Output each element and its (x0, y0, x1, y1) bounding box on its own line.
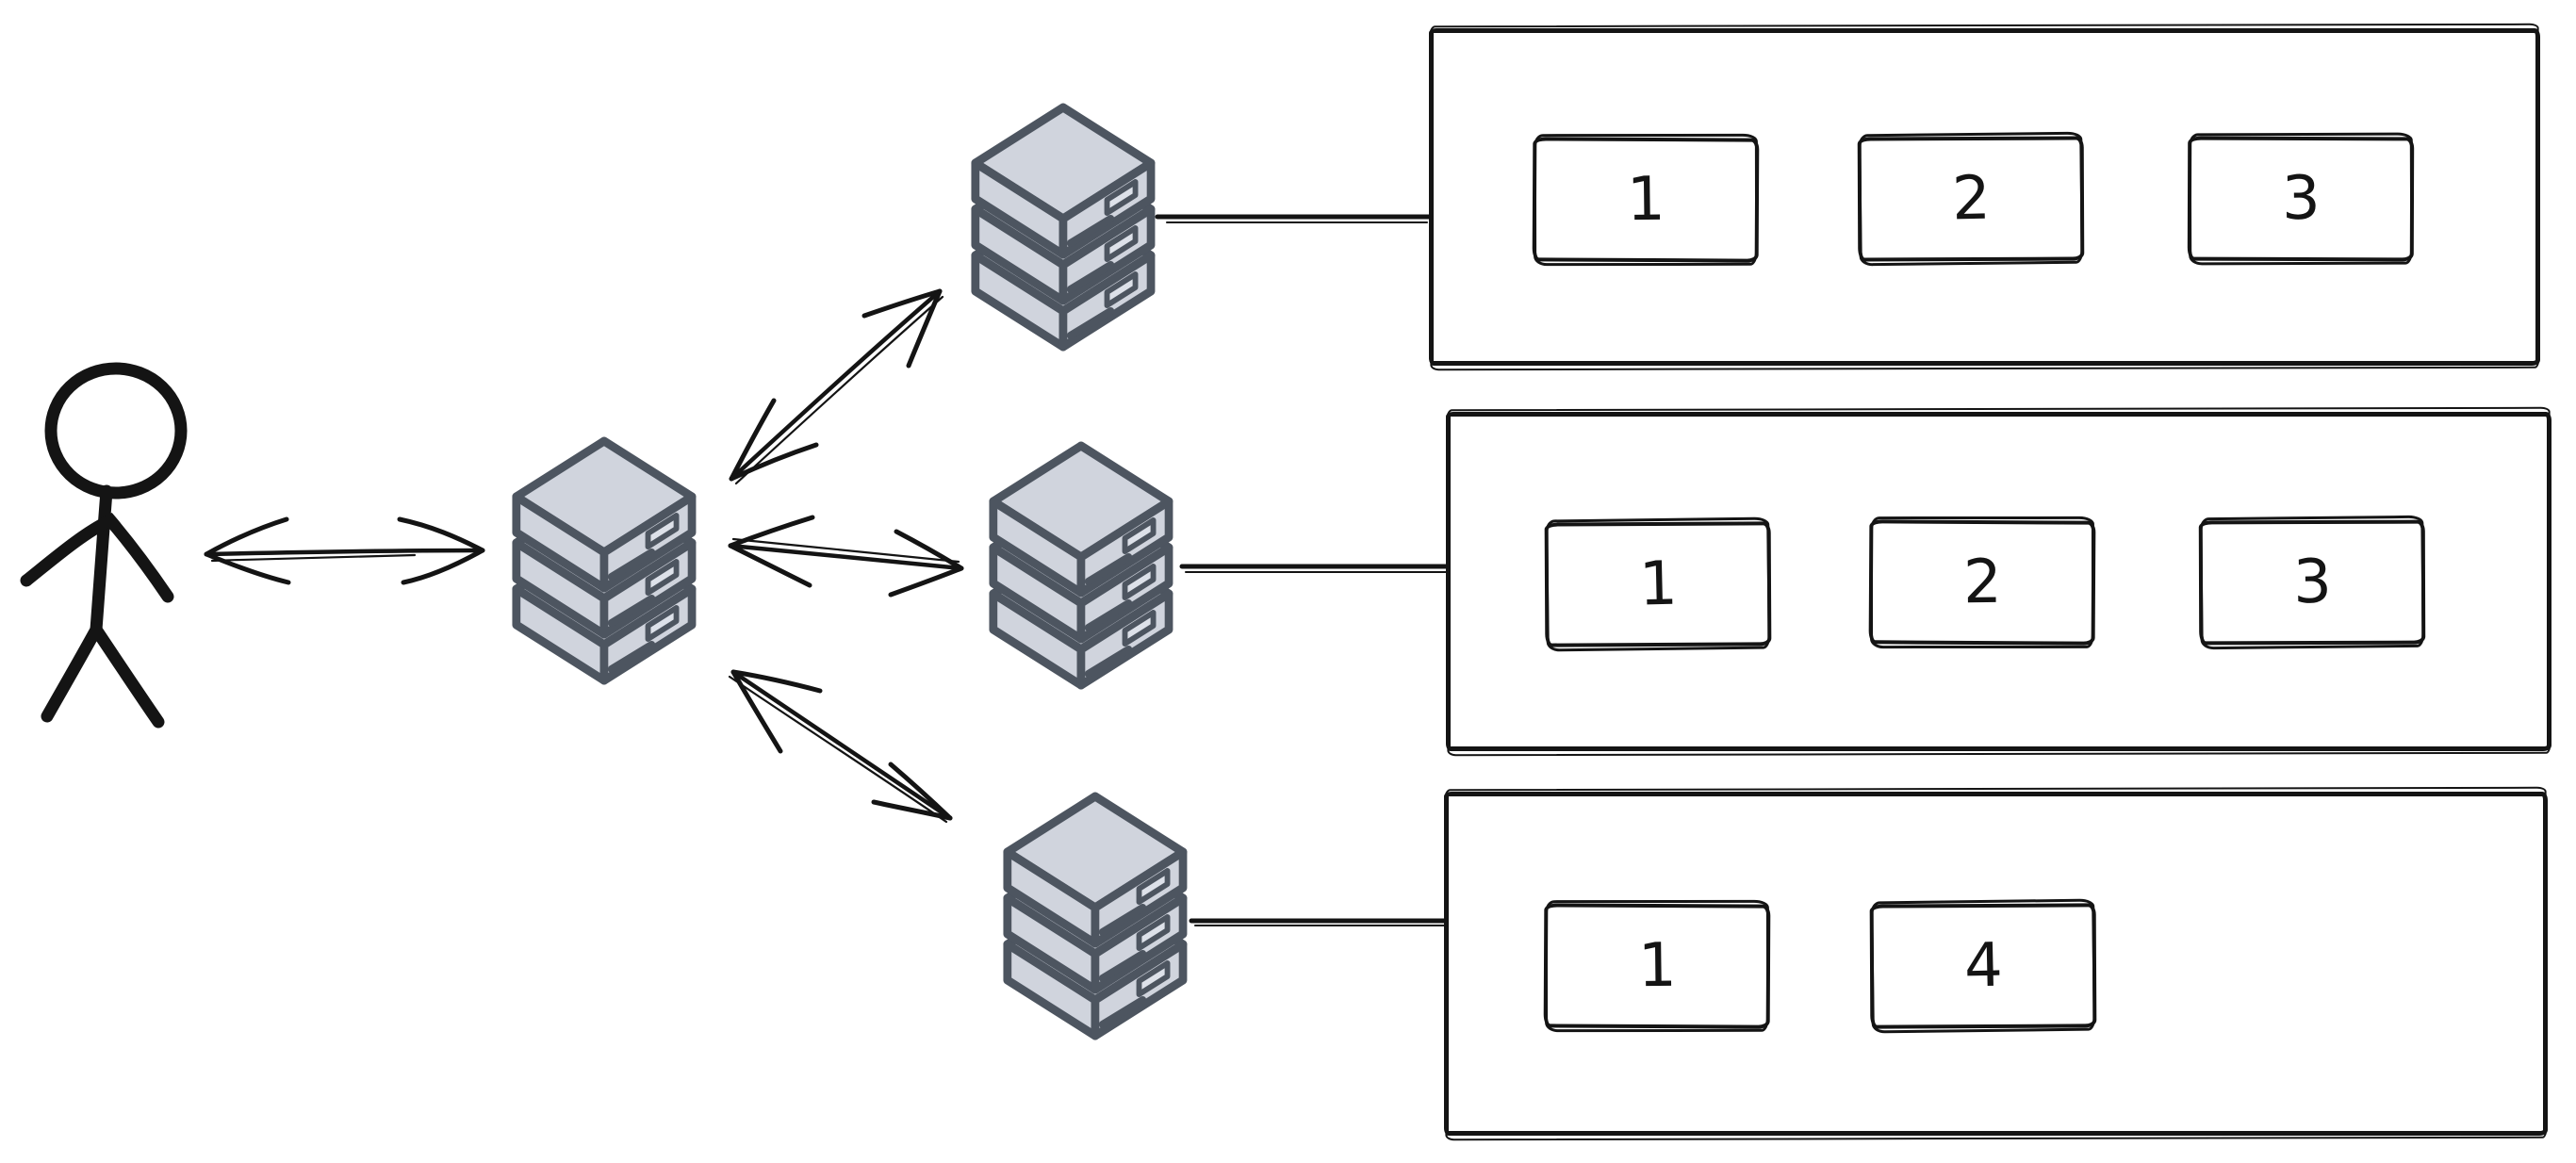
data-group-2: 1 2 3 (1446, 412, 2551, 751)
arrow-loadbalancer-server-1 (729, 288, 944, 485)
user-body (90, 484, 113, 636)
data-group-3: 1 4 (1444, 792, 2548, 1136)
data-box-label: 3 (2281, 163, 2321, 235)
connector-server-1-group-1 (1155, 214, 1434, 223)
server-2-icon (993, 446, 1169, 685)
data-box-label: 3 (2291, 547, 2333, 618)
data-box: 3 (2187, 136, 2415, 262)
data-box: 1 (1544, 521, 1772, 647)
data-box: 3 (2198, 519, 2426, 646)
user-arms (20, 512, 174, 603)
arrow-loadbalancer-server-3 (728, 669, 953, 824)
data-box-label: 2 (1962, 547, 2002, 618)
data-box: 2 (1868, 519, 2096, 646)
data-box-label: 2 (1950, 163, 1992, 235)
data-box-label: 1 (1637, 549, 1679, 620)
user-figure (20, 362, 188, 729)
data-box: 4 (1869, 903, 2097, 1029)
data-group-1: 1 2 3 (1429, 28, 2540, 366)
connector-server-2-group-2 (1179, 564, 1455, 573)
data-box-label: 1 (1637, 930, 1677, 1002)
data-box-label: 4 (1962, 930, 2004, 1002)
loadbalancer-server-icon (517, 441, 692, 680)
connector-server-3-group-3 (1189, 918, 1452, 926)
data-box: 2 (1857, 136, 2085, 262)
arrow-user-loadbalancer (204, 516, 485, 585)
data-box: 1 (1532, 137, 1760, 263)
user-leg-right (90, 623, 165, 729)
arrow-loadbalancer-server-2 (728, 515, 964, 598)
data-box: 1 (1543, 903, 1771, 1029)
data-box-label: 1 (1626, 164, 1665, 236)
server-3-icon (1008, 796, 1183, 1036)
user-head (44, 362, 188, 500)
user-leg-left (41, 623, 103, 723)
server-1-icon (976, 107, 1151, 347)
